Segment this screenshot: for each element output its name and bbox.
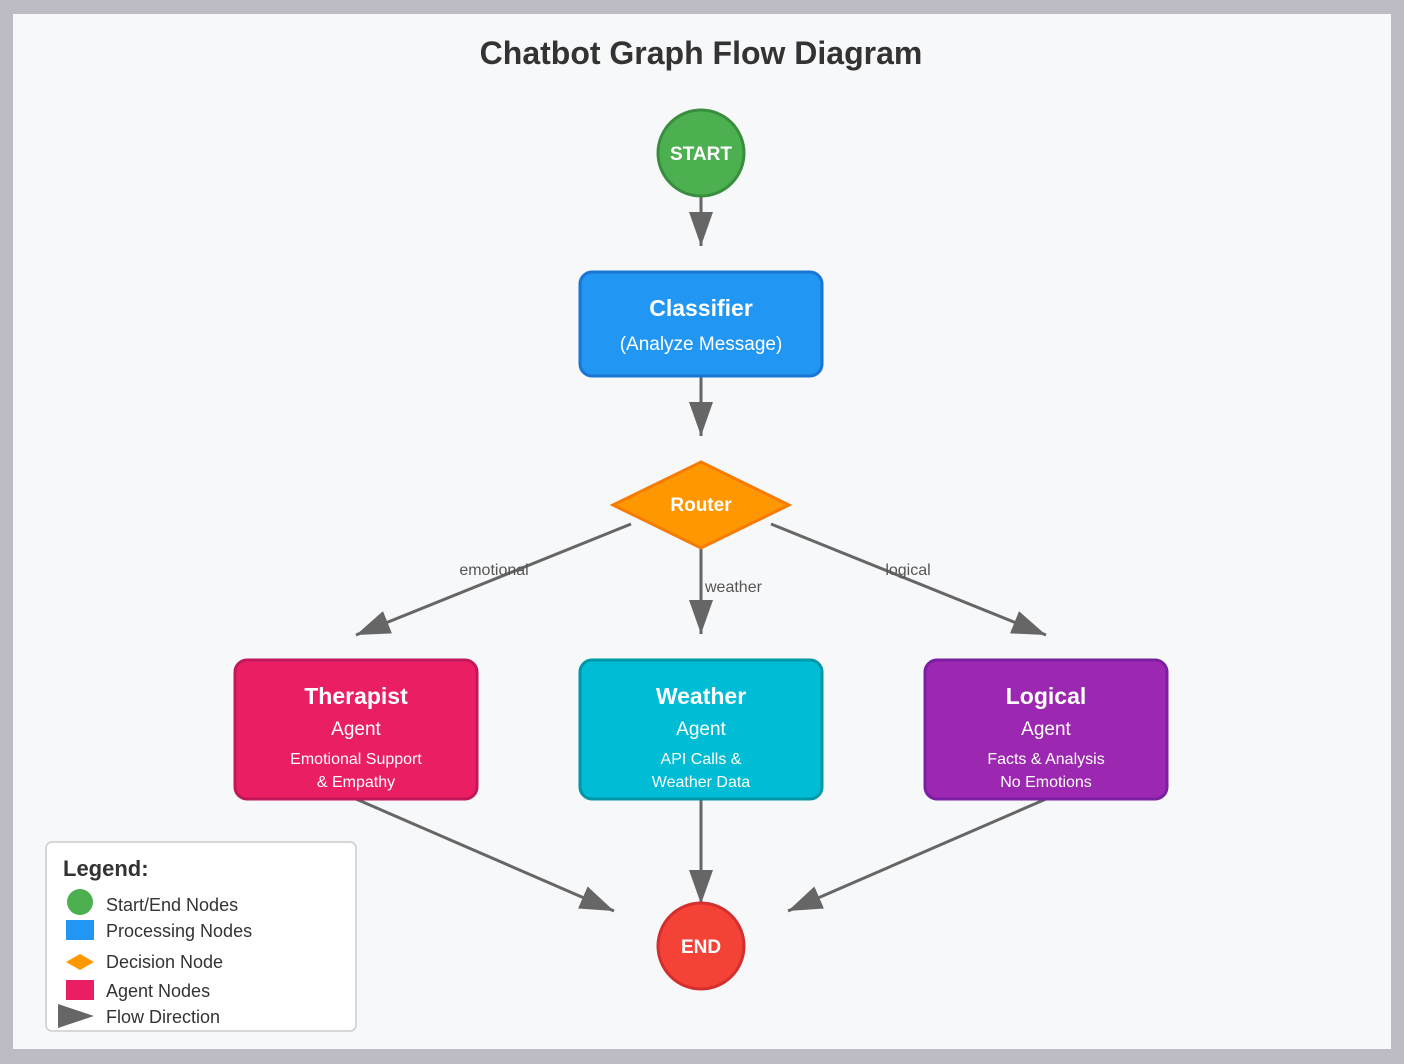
classifier-node: Classifier (Analyze Message): [578, 270, 824, 378]
end-label: END: [681, 937, 721, 958]
edge-label-emotional: emotional: [459, 562, 528, 579]
legend-item-start-end: Start/End Nodes: [106, 895, 238, 915]
logical-desc-line2: No Emotions: [1000, 774, 1092, 791]
router-node: Router: [609, 460, 793, 550]
legend-item-processing: Processing Nodes: [106, 921, 252, 941]
edges: [355, 196, 1047, 913]
weather-node: Weather Agent API Calls & Weather Data: [578, 658, 824, 801]
page-title: Chatbot Graph Flow Diagram: [480, 35, 923, 71]
edge-label-weather: weather: [704, 579, 763, 596]
edge-logical-end: [787, 797, 1047, 913]
orange-diamond-icon: [66, 954, 94, 970]
therapist-desc-line1: Emotional Support: [290, 751, 422, 768]
edge-router-logical: [770, 522, 1047, 637]
logical-desc-line1: Facts & Analysis: [987, 751, 1104, 768]
end-node: END: [656, 901, 746, 991]
weather-desc-line2: Weather Data: [652, 774, 751, 791]
start-label: START: [670, 144, 732, 165]
legend-item-agent: Agent Nodes: [106, 981, 210, 1001]
legend: Legend: Start/End Nodes Processing Nodes…: [45, 841, 357, 1032]
edge-label-logical: logical: [885, 562, 930, 579]
green-circle-icon: [67, 889, 93, 915]
classifier-subtitle: (Analyze Message): [620, 334, 783, 355]
legend-item-flow: Flow Direction: [106, 1007, 220, 1027]
logical-subtitle: Agent: [1021, 719, 1071, 740]
router-label: Router: [670, 495, 732, 516]
edge-router-therapist: [355, 522, 632, 637]
legend-item-decision: Decision Node: [106, 952, 223, 972]
therapist-desc-line2: & Empathy: [317, 774, 395, 791]
therapist-title: Therapist: [304, 683, 408, 709]
weather-title: Weather: [656, 683, 746, 709]
classifier-title: Classifier: [649, 295, 753, 321]
legend-title: Legend:: [63, 856, 149, 881]
weather-desc-line1: API Calls &: [661, 751, 742, 768]
blue-rectangle-icon: [66, 920, 94, 940]
logical-title: Logical: [1006, 683, 1087, 709]
therapist-subtitle: Agent: [331, 719, 381, 740]
logical-node: Logical Agent Facts & Analysis No Emotio…: [923, 658, 1169, 801]
pink-rectangle-icon: [66, 980, 94, 1000]
start-node: START: [656, 108, 746, 198]
edge-therapist-end: [355, 797, 615, 913]
arrow-icon: [58, 1004, 94, 1028]
therapist-node: Therapist Agent Emotional Support & Empa…: [233, 658, 479, 801]
weather-subtitle: Agent: [676, 719, 726, 740]
